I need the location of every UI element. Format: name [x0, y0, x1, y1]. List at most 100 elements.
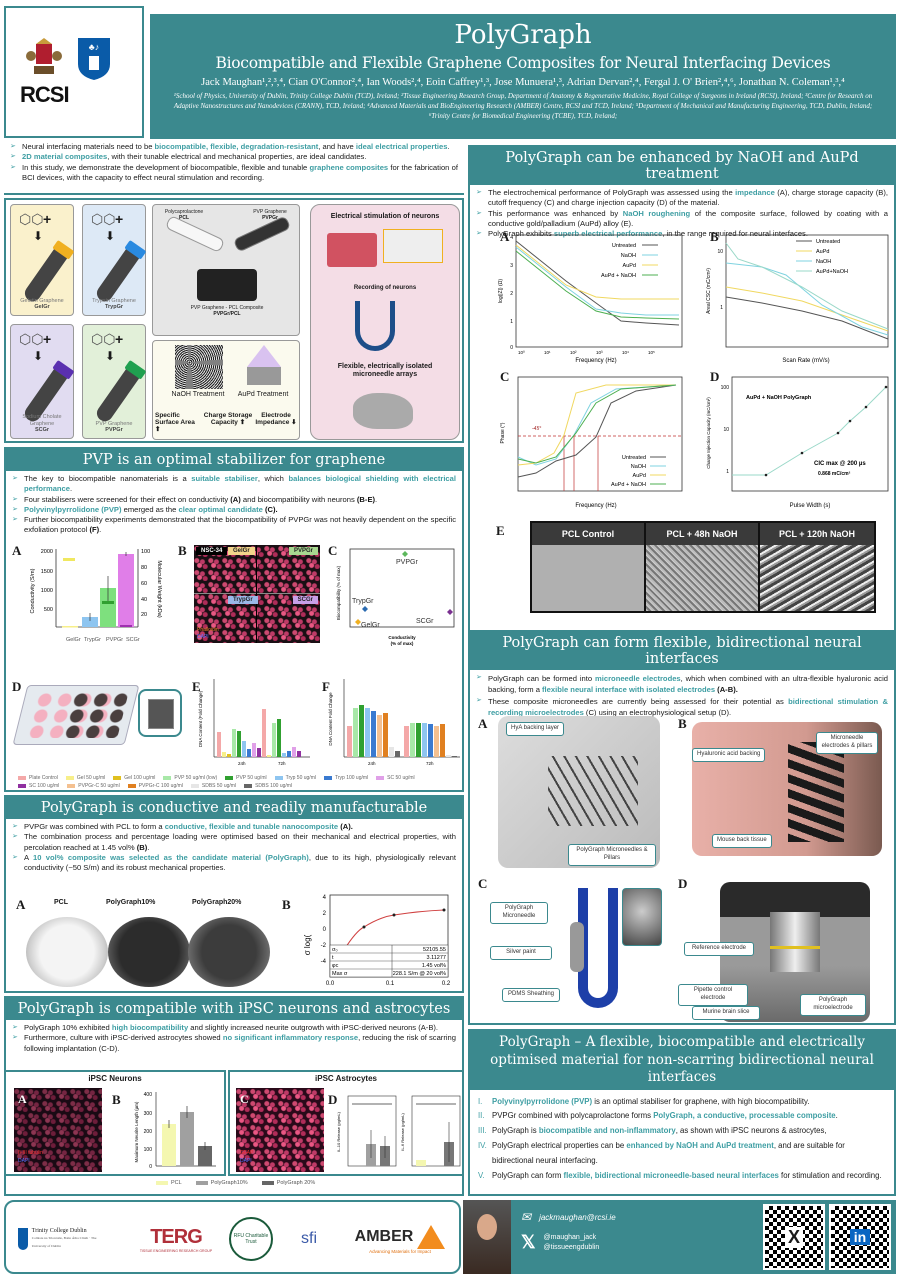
svg-text:24h: 24h: [368, 761, 376, 766]
arrow-down-icon: ⬇: [33, 229, 44, 243]
svg-text:AuPd+NaOH: AuPd+NaOH: [816, 269, 848, 275]
svg-text:TrypGr: TrypGr: [84, 637, 101, 643]
svg-text:20: 20: [141, 612, 147, 618]
svg-text:0.1: 0.1: [386, 981, 395, 987]
panel-label-b: B: [710, 229, 719, 244]
email-link[interactable]: ✉ jackmaughan@rcsi.ie: [521, 1210, 616, 1224]
svg-text:NaOH: NaOH: [816, 259, 831, 265]
svg-text:Conductivity: Conductivity: [388, 635, 416, 640]
svg-text:Conductivity (S/m): Conductivity (S/m): [30, 568, 36, 613]
dna-content-chart-e: DNA Content (Fold Change) 24h 72h: [198, 679, 310, 766]
percolation-chart: 4 2 0 -2 -4 σ log( 0.0 0.1 0.2 σ₀ 52105.…: [303, 894, 451, 987]
panel-label-f: F: [322, 679, 330, 694]
svg-text:300: 300: [144, 1111, 153, 1117]
plus-icon: +: [43, 331, 52, 347]
twitter-handle-link[interactable]: @maughan_jack: [543, 1233, 597, 1241]
amber-triangle-icon: [417, 1224, 446, 1249]
conclusion-section: PolyGraph – A flexible, biocompatible an…: [468, 1029, 896, 1196]
svg-text:Biocompatibility (% of max): Biocompatibility (% of max): [336, 565, 341, 620]
institution-logos: ♣♪ RCSI: [4, 6, 144, 138]
pcl-sample-dish: [26, 917, 108, 987]
rcsi-logo-text: RCSI: [20, 82, 70, 107]
legend-item: SDBS 100 ug/ml: [244, 783, 292, 789]
svg-text:0: 0: [323, 927, 327, 933]
ipsc-bullet: Furthermore, culture with iPSC-derived a…: [12, 1033, 456, 1054]
conclusion-item: V.PolyGraph can form flexible, bidirecti…: [478, 1170, 882, 1180]
pvp-bullet: Further biocompatibility experiments dem…: [12, 515, 456, 536]
title-band: PolyGraph Biocompatible and Flexible Gra…: [150, 14, 896, 139]
ipsc-legend: PCL PolyGraph10% PolyGraph 20%: [156, 1180, 315, 1186]
tcd-shield-icon: ♣♪: [78, 38, 110, 80]
legend-item: PVP 50 ug/ml (low): [163, 775, 217, 781]
treatment-tile: NaOH Treatment AuPd Treatment Specific S…: [152, 340, 300, 440]
well-plate-icon: [327, 233, 377, 267]
poster-header: ♣♪ RCSI PolyGraph Biocompatible and Flex…: [4, 4, 896, 139]
legend-item: PVP 50 ug/ml: [225, 775, 267, 781]
polygraph20-sample-dish: [188, 917, 270, 987]
composite-dish-icon: [197, 269, 257, 301]
svg-text:10⁵: 10⁵: [648, 350, 655, 355]
well-plate-illustration: [12, 685, 140, 745]
svg-text:100: 100: [721, 385, 730, 391]
svg-text:72h: 72h: [426, 761, 434, 766]
sem-pcl-control: PCL Control: [530, 521, 646, 613]
svg-text:10¹: 10¹: [544, 350, 551, 355]
sem-pcl-48h-naoh: PCL + 48h NaOH: [644, 521, 760, 613]
svg-text:10²: 10²: [570, 350, 577, 355]
svg-text:Untreated: Untreated: [612, 243, 636, 249]
twitter-handle-link[interactable]: @tissueengdublin: [543, 1243, 600, 1251]
panel-label-b: B: [678, 716, 687, 731]
legend-item: PolyGraph10%: [195, 1180, 248, 1186]
arrow-down-icon: ⬇: [33, 349, 44, 363]
poster-subtitle: Biocompatible and Flexible Graphene Comp…: [215, 54, 831, 72]
svg-text:Areal CSC (mC/cm²): Areal CSC (mC/cm²): [706, 268, 712, 314]
pvp-bullet: Polyvinylpyrrolidone (PVP) emerged as th…: [12, 505, 456, 515]
section-title: PVP is an optimal stabilizer for graphen…: [6, 449, 462, 471]
intro-bullet: 2D material composites, with their tunab…: [10, 152, 458, 162]
well-inset: [138, 689, 182, 737]
svg-text:80: 80: [141, 565, 147, 571]
sem-pcl-120h-naoh: PCL + 120h NaOH: [758, 521, 876, 613]
svg-text:CIC max @ 200 µs: CIC max @ 200 µs: [814, 461, 866, 467]
poster-title: PolyGraph: [454, 20, 592, 50]
photo-hya-microneedles: HyA backing layer PolyGraph Microneedles…: [498, 716, 660, 868]
dna-content-chart-f: DNA Content Fold Change 24h 72h: [328, 679, 460, 766]
svg-text:60: 60: [141, 581, 147, 587]
callout-pipette-electrode: Pipette control electrode: [678, 984, 748, 1006]
legend-item: SC 50 ug/ml: [376, 775, 415, 781]
csc-chart: 10 1 Areal CSC (mC/cm²) Scan Rate (mV/s)…: [706, 234, 889, 364]
svg-text:1.45 vol%: 1.45 vol%: [422, 963, 446, 969]
conclusion-item: III.PolyGraph is biocompatible and non-i…: [478, 1126, 827, 1136]
effect-impedance: Electrode Impedance ⬇: [255, 412, 297, 426]
svg-text:TrypGr: TrypGr: [352, 598, 374, 605]
conductive-section: PolyGraph is conductive and readily manu…: [4, 795, 464, 993]
neurons-micrograph: A β-III tubulin DAPI: [14, 1088, 102, 1172]
pvp-legend: Plate Control Gel 50 ug/ml Gel 100 ug/ml…: [18, 775, 458, 789]
author-list: Jack Maughan¹,²,³,⁴, Cian O'Connor²,⁴, I…: [201, 77, 845, 88]
svg-text:3: 3: [510, 263, 513, 269]
svg-text:228.1 S/m @ 20 vol%: 228.1 S/m @ 20 vol%: [393, 971, 446, 977]
svg-text:0.2: 0.2: [442, 981, 451, 987]
svg-text:log(|Z|) (Ω): log(|Z|) (Ω): [498, 279, 504, 303]
effect-surface-area: Specific Surface Area ⬆: [155, 412, 195, 433]
section-title: PolyGraph is conductive and readily manu…: [6, 797, 462, 819]
arrow-down-icon: ⬇: [105, 349, 116, 363]
linkedin-qr-code[interactable]: in: [829, 1204, 891, 1270]
svg-text:1: 1: [726, 469, 729, 475]
photo-single-microneedle: PolyGraph Microneedle Silver paint PDMS …: [490, 882, 662, 1022]
panel-label-e: E: [192, 679, 201, 694]
x-qr-code[interactable]: X: [763, 1204, 825, 1270]
nsc34-micrographs: NSC-34 GelGr PVPGr TrypGr SCGr Phalloidi…: [194, 545, 320, 643]
svg-text:σ₀: σ₀: [332, 947, 338, 953]
impedance-chart: 4 3 2 1 0 log(|Z|) (Ω) Frequency (Hz) 10…: [498, 234, 683, 364]
panel-label-b: B: [178, 543, 187, 558]
microneedle-array-icon: [353, 393, 413, 429]
panel-label-c: C: [328, 543, 338, 558]
panel-label-b: B: [112, 1092, 121, 1107]
svg-text:Untreated: Untreated: [622, 455, 646, 461]
svg-text:0.868 mC/cm²: 0.868 mC/cm²: [818, 471, 851, 477]
panel-label-b: B: [282, 897, 291, 912]
pvp-bullet: Four stabilisers were screened for their…: [12, 495, 456, 505]
svg-text:0: 0: [510, 345, 513, 351]
